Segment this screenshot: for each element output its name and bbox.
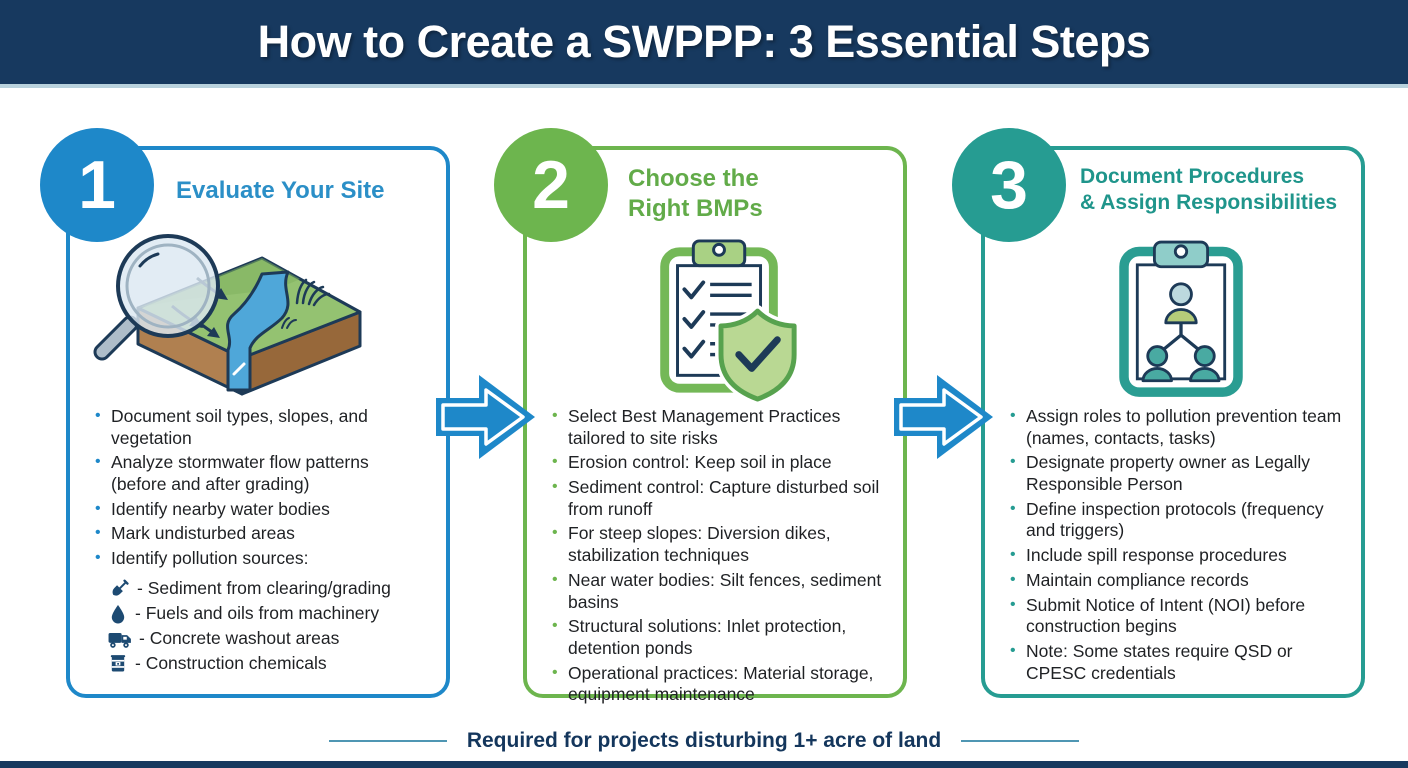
bullet-item: Document soil types, slopes, and vegetat… bbox=[94, 406, 428, 449]
step-3-bullets: Assign roles to pollution prevention tea… bbox=[1009, 406, 1343, 687]
step-1-number-badge: 1 bbox=[40, 128, 154, 242]
bullet-item: Near water bodies: Silt fences, sediment… bbox=[551, 570, 885, 613]
step-1-title: Evaluate Your Site bbox=[176, 176, 385, 206]
bullet-item: Note: Some states require QSD or CPESC c… bbox=[1009, 641, 1343, 684]
step-3-title-line: Document Procedures bbox=[1080, 165, 1305, 188]
arrow-step1-to-step2-icon bbox=[436, 375, 535, 459]
footer-note: Required for projects disturbing 1+ acre… bbox=[466, 729, 942, 752]
step-3-title: Document Procedures & Assign Responsibil… bbox=[1080, 164, 1350, 217]
pollution-sources-list: - Sediment from clearing/grading - Fuels… bbox=[94, 578, 428, 677]
shovel-icon bbox=[112, 579, 129, 596]
concrete-truck-icon bbox=[108, 632, 131, 648]
step-2-bullets: Select Best Management Practices tailore… bbox=[551, 406, 885, 709]
pollution-source-item: - Fuels and oils from machinery bbox=[94, 603, 428, 625]
bullet-item: Define inspection protocols (frequency a… bbox=[1009, 499, 1343, 542]
bullet-item: Designate property owner as Legally Resp… bbox=[1009, 452, 1343, 495]
droplet-icon bbox=[111, 605, 125, 624]
bullet-item: For steep slopes: Diversion dikes, stabi… bbox=[551, 523, 885, 566]
step-2-title: Choose the Right BMPs bbox=[628, 164, 798, 224]
step-1-title-line: Evaluate Your Site bbox=[176, 177, 385, 204]
bullet-item: Identify nearby water bodies bbox=[94, 499, 428, 521]
bullet-item: Submit Notice of Intent (NOI) before con… bbox=[1009, 595, 1343, 638]
pollution-source-label: - Concrete washout areas bbox=[139, 628, 340, 648]
footer-rule-right bbox=[961, 740, 1080, 742]
step-3-number-badge: 3 bbox=[952, 128, 1066, 242]
step-2-panel: Choose the Right BMPs Select Best Manage… bbox=[523, 146, 907, 704]
step-1-bullets: Document soil types, slopes, and vegetat… bbox=[94, 406, 428, 573]
step-3-title-line: & Assign Responsibilities bbox=[1080, 191, 1338, 215]
bullet-item: Maintain compliance records bbox=[1009, 570, 1343, 592]
step-2-title-line: Choose the bbox=[628, 165, 759, 192]
bullet-item: Analyze stormwater flow patterns (before… bbox=[94, 452, 428, 495]
footer-rule-left bbox=[328, 740, 447, 742]
pollution-source-item: - Sediment from clearing/grading bbox=[94, 578, 428, 600]
pollution-source-label: - Fuels and oils from machinery bbox=[135, 603, 380, 624]
bullet-item: Select Best Management Practices tailore… bbox=[551, 406, 885, 449]
bullet-item: Sediment control: Capture disturbed soil… bbox=[551, 477, 885, 520]
bullet-item: Erosion control: Keep soil in place bbox=[551, 452, 885, 474]
step-2-number-badge: 2 bbox=[494, 128, 608, 242]
footer: Required for projects disturbing 1+ acre… bbox=[0, 724, 1408, 758]
bullet-item: Assign roles to pollution prevention tea… bbox=[1009, 406, 1343, 449]
team-org-chart-clipboard-icon bbox=[1119, 240, 1243, 397]
bullet-item: Structural solutions: Inlet protection, … bbox=[551, 616, 885, 659]
step-1-panel: Evaluate Your Site Document soil t bbox=[66, 146, 450, 698]
page-title: How to Create a SWPPP: 3 Essential Steps bbox=[257, 16, 1151, 67]
bullet-item: Mark undisturbed areas bbox=[94, 523, 428, 545]
bottom-accent-bar bbox=[0, 761, 1408, 768]
pollution-source-label: - Construction chemicals bbox=[135, 652, 327, 673]
checklist-shield-icon bbox=[660, 239, 801, 404]
bullet-item: Include spill response procedures bbox=[1009, 545, 1343, 567]
pollution-source-label: - Sediment from clearing/grading bbox=[137, 578, 391, 599]
site-terrain-magnifier-icon bbox=[93, 234, 362, 396]
chemical-drum-icon bbox=[110, 655, 126, 672]
bullet-item: Operational practices: Material storage,… bbox=[551, 663, 885, 706]
step-2-title-line: Right BMPs bbox=[628, 195, 763, 222]
arrow-step2-to-step3-icon bbox=[894, 375, 993, 459]
header: How to Create a SWPPP: 3 Essential Steps bbox=[0, 0, 1408, 88]
bullet-item: Identify pollution sources: bbox=[94, 548, 428, 570]
pollution-source-item: - Construction chemicals bbox=[94, 653, 428, 675]
pollution-source-item: - Concrete washout areas bbox=[94, 628, 428, 650]
